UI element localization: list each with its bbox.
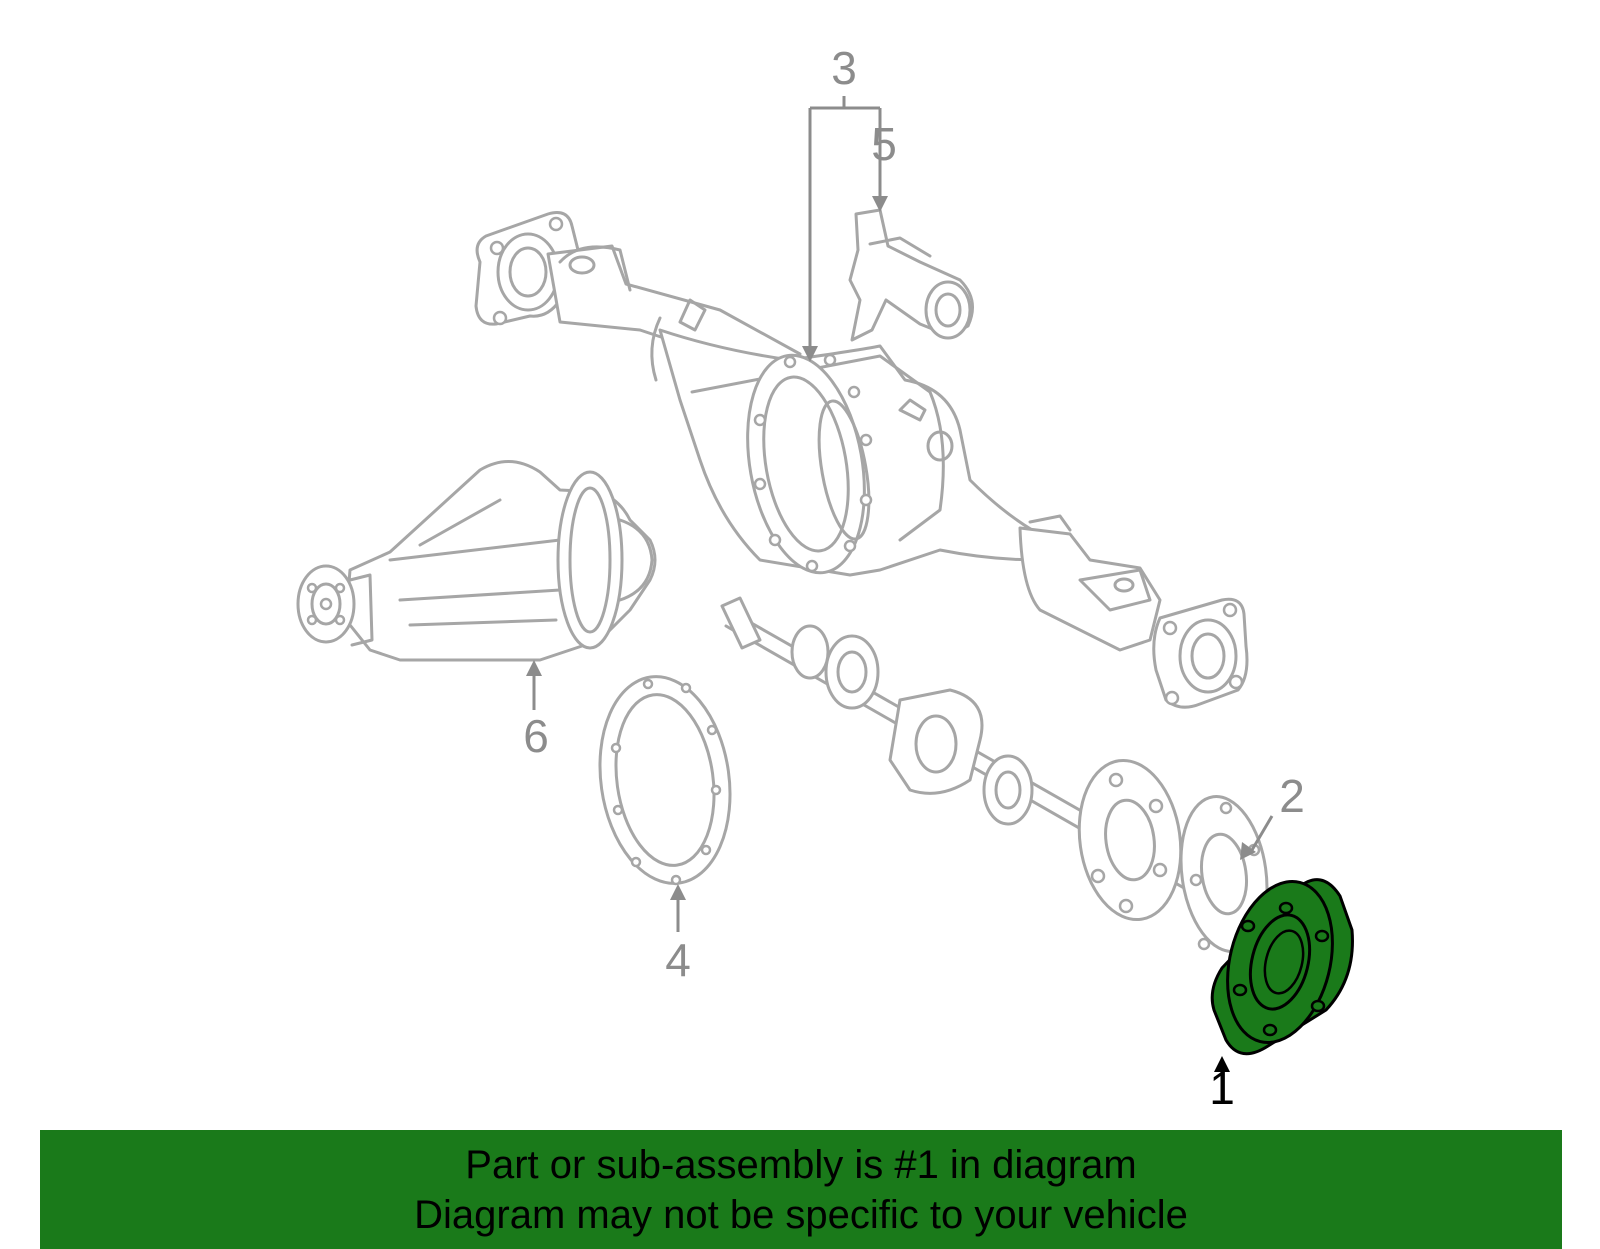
differential-carrier-part-6[interactable] (296, 460, 657, 662)
callout-3: 3 (802, 42, 880, 362)
callout-label-5: 5 (871, 118, 897, 170)
callout-label-2: 2 (1279, 770, 1305, 822)
callout-1: 1 (1209, 1056, 1235, 1114)
callout-label-4: 4 (665, 934, 691, 986)
callout-label-1: 1 (1209, 1062, 1235, 1114)
seal-flange-part-1-highlighted[interactable] (1210, 870, 1354, 1056)
callout-5: 5 (871, 108, 897, 212)
banner-line-disclaimer: Diagram may not be specific to your vehi… (414, 1192, 1188, 1237)
callout-label-3: 3 (831, 42, 857, 94)
axle-housing-part-3[interactable] (474, 211, 1249, 709)
parts-diagram: 3 5 6 4 2 1 (296, 42, 1354, 1114)
callout-6: 6 (523, 660, 549, 762)
callout-4: 4 (665, 884, 691, 986)
gasket-part-4[interactable] (587, 668, 743, 892)
info-banner: Part or sub-assembly is #1 in diagram Di… (40, 1130, 1562, 1249)
callout-label-6: 6 (523, 710, 549, 762)
banner-line-part-info: Part or sub-assembly is #1 in diagram (465, 1142, 1137, 1187)
bracket-part-5[interactable] (848, 208, 974, 342)
callout-2: 2 (1240, 770, 1305, 860)
